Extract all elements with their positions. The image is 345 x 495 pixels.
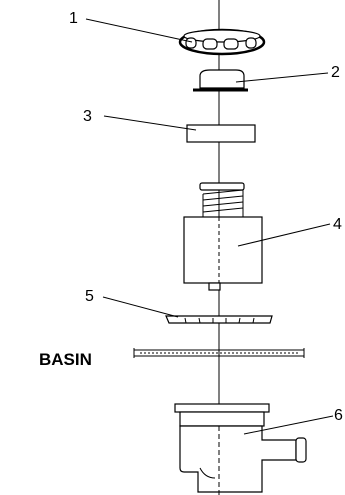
callout-6: 6 [334, 407, 343, 424]
part-1-cap [178, 28, 266, 56]
part-5-flange-plate [165, 315, 273, 324]
part-4-spring-body [183, 182, 263, 291]
callout-1: 1 [69, 10, 78, 27]
callout-3: 3 [83, 108, 92, 125]
part-2-washer [193, 69, 248, 92]
callout-5: 5 [85, 288, 94, 305]
callout-2: 2 [331, 64, 340, 81]
part-3-ring [186, 124, 256, 143]
leader-lines [85, 18, 334, 435]
basin-plate [133, 348, 305, 358]
callout-4: 4 [333, 216, 342, 233]
basin-label: BASIN [39, 350, 92, 369]
part-6-drain-body [174, 403, 307, 493]
